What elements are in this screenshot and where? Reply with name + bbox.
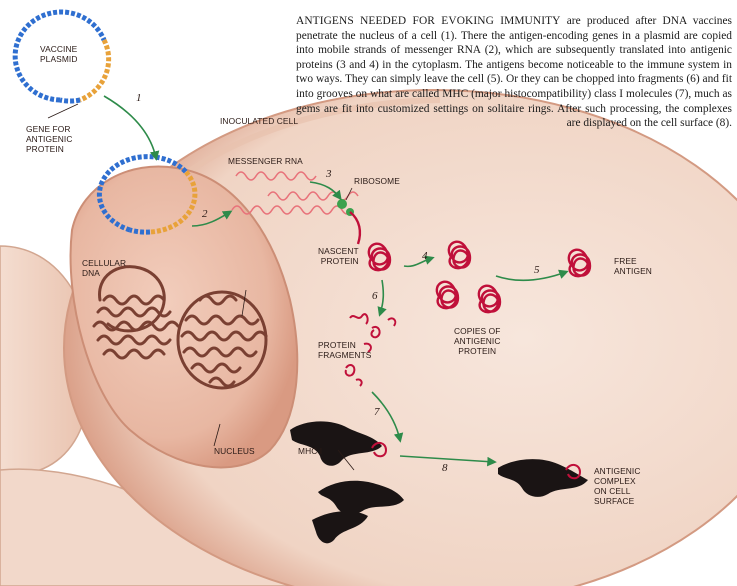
label-mhc-i: MHC I [298, 446, 323, 456]
label-nucleus: NUCLEUS [214, 446, 255, 456]
label-messenger-rna: MESSENGER RNA [228, 156, 303, 166]
mhc-bound-antigen [371, 442, 388, 458]
leader-lines [47, 103, 355, 471]
step-6: 6 [372, 290, 378, 302]
step-1: 1 [136, 92, 142, 104]
antigenic-protein-copies [435, 240, 502, 314]
process-arrows [103, 95, 569, 467]
step-4: 4 [422, 250, 428, 262]
label-ribosome: RIBOSOME [354, 176, 400, 186]
step-3: 3 [326, 168, 332, 180]
label-nascent-protein: NASCENT PROTEIN [318, 246, 359, 266]
caption-lead: ANTIGENS NEEDED FOR EVOKING IMMUNITY [296, 15, 561, 27]
caption-body: are produced after DNA vaccines penetrat… [296, 15, 732, 130]
arrow-7 [371, 391, 404, 443]
arrow-8 [399, 455, 497, 467]
label-inoculated-cell: INOCULATED CELL [220, 116, 299, 126]
nuclear-plasmid [96, 154, 198, 235]
step-5: 5 [534, 264, 540, 276]
label-free-antigen: FREE ANTIGEN [614, 256, 652, 276]
arrow-2 [191, 210, 233, 227]
arrow-1 [103, 95, 160, 161]
step-2: 2 [202, 208, 208, 220]
figure-caption: ANTIGENS NEEDED FOR EVOKING IMMUNITY are… [296, 14, 732, 131]
step-7: 7 [374, 406, 380, 418]
label-cellular-dna: CELLULAR DNA [82, 258, 127, 278]
arrow-5 [495, 269, 569, 282]
label-copies-of-antigenic-protein: COPIES OF ANTIGENIC PROTEIN [454, 326, 501, 356]
surface-bound-antigen [565, 464, 582, 480]
nascent-protein [349, 211, 392, 272]
label-protein-fragments: PROTEIN FRAGMENTS [318, 340, 372, 360]
protein-fragments [344, 313, 397, 387]
arrow-3 [309, 181, 342, 201]
mhc-molecules [290, 421, 588, 544]
step-8: 8 [442, 462, 448, 474]
vaccine-plasmid [12, 9, 112, 104]
free-antigen [567, 248, 592, 278]
label-antigenic-complex: ANTIGENIC COMPLEX ON CELL SURFACE [594, 466, 641, 506]
cellular-dna [92, 265, 268, 390]
arrow-6 [377, 279, 387, 317]
label-vaccine-plasmid: VACCINE PLASMID [40, 44, 78, 64]
label-gene-for-antigenic-protein: GENE FOR ANTIGENIC PROTEIN [26, 124, 73, 154]
arrow-4 [403, 255, 435, 268]
